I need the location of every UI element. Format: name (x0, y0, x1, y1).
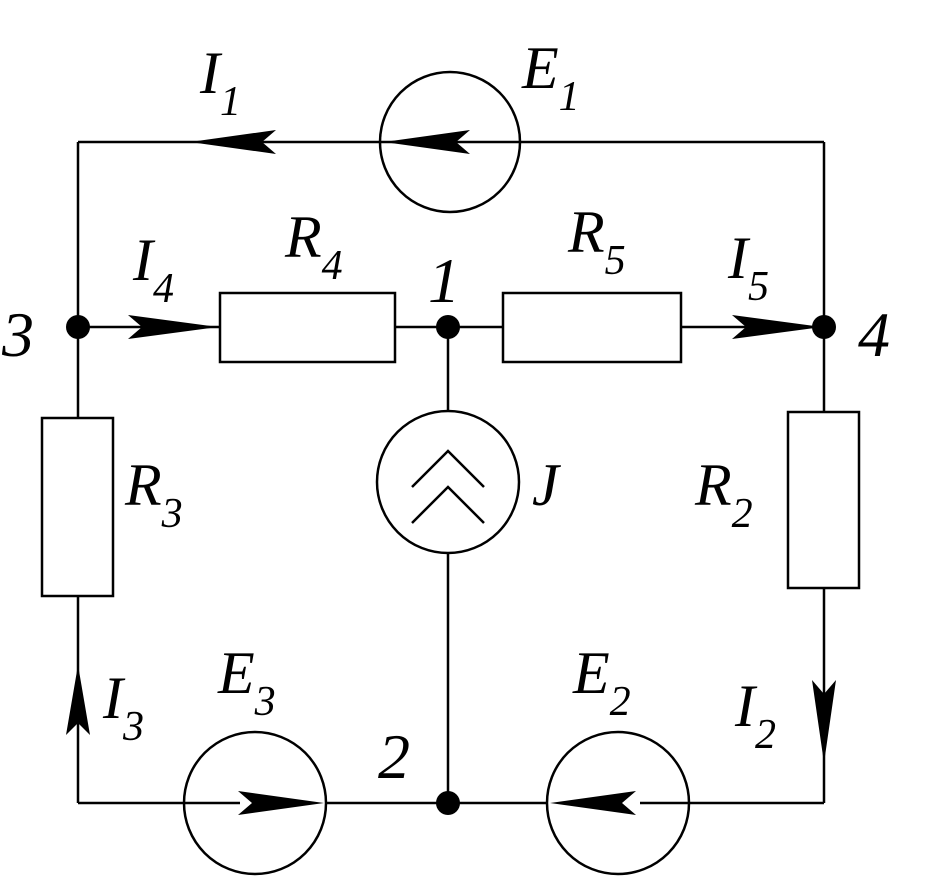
arrow-i1 (190, 130, 276, 154)
node-label-1: 1 (428, 245, 460, 316)
resistor-r2 (786, 410, 861, 590)
label-j: J (532, 452, 561, 518)
label-i2: I2 (734, 673, 776, 758)
label-i1: I1 (199, 40, 241, 125)
label-r3: R3 (124, 452, 183, 537)
arrow-i2 (812, 680, 836, 763)
arrow-i4 (128, 315, 218, 339)
j-chevron-upper (411, 449, 485, 488)
resistor-r4 (218, 291, 397, 364)
j-chevron-lower (411, 485, 485, 524)
source-e2 (545, 730, 691, 876)
arrow-e1 (384, 130, 470, 154)
node-dot-3 (66, 315, 90, 339)
label-i3: I3 (102, 665, 144, 750)
source-j (375, 409, 521, 555)
label-r2: R2 (694, 452, 753, 537)
resistor-r3 (40, 416, 115, 598)
node-label-2: 2 (378, 721, 410, 792)
arrow-e3 (238, 791, 324, 815)
label-i5: I5 (727, 225, 769, 310)
label-e2: E2 (572, 640, 631, 725)
resistor-r5 (501, 291, 683, 364)
label-r5: R5 (567, 199, 626, 284)
label-i4: I4 (132, 227, 174, 312)
arrow-i5 (732, 315, 822, 339)
arrow-e2 (550, 791, 636, 815)
node-dot-2 (436, 791, 460, 815)
label-e3: E3 (217, 640, 276, 725)
label-r4: R4 (284, 204, 343, 289)
label-e1: E1 (521, 35, 580, 120)
arrow-i3 (66, 665, 90, 735)
node-dot-4 (812, 315, 836, 339)
node-dot-1 (436, 315, 460, 339)
node-label-4: 4 (858, 299, 890, 370)
node-label-3: 3 (1, 299, 34, 370)
